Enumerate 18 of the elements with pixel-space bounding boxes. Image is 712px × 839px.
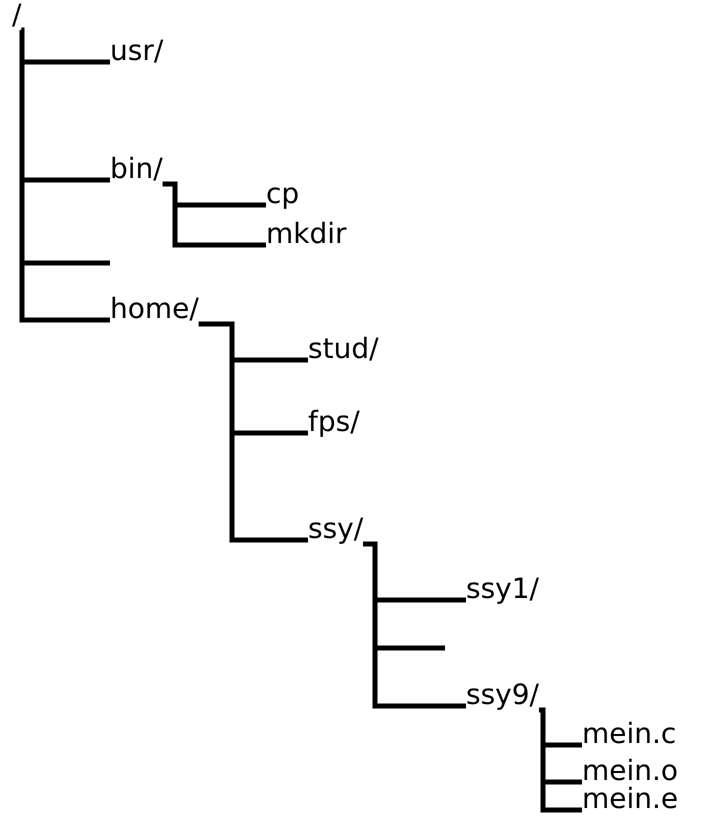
tree-branch-line	[363, 542, 466, 708]
file-label: mein.e	[582, 784, 678, 814]
file-label: mein.o	[582, 756, 678, 786]
tree-branch-line	[198, 322, 308, 542]
file-label: cp	[266, 179, 300, 209]
file-label: mkdir	[266, 219, 347, 249]
file-label: mein.c	[582, 719, 676, 749]
directory-label: bin/	[110, 154, 163, 184]
tree-branch-line	[18, 28, 110, 322]
directory-label: ssy1/	[466, 574, 539, 604]
directory-label: usr/	[110, 36, 164, 66]
directory-label: home/	[110, 294, 199, 324]
directory-label: /	[12, 0, 22, 30]
directory-label: stud/	[308, 334, 379, 364]
directory-label: ssy/	[308, 514, 364, 544]
tree-branch-line	[162, 182, 266, 248]
directory-label: ssy9/	[466, 680, 539, 710]
directory-label: fps/	[308, 407, 360, 437]
